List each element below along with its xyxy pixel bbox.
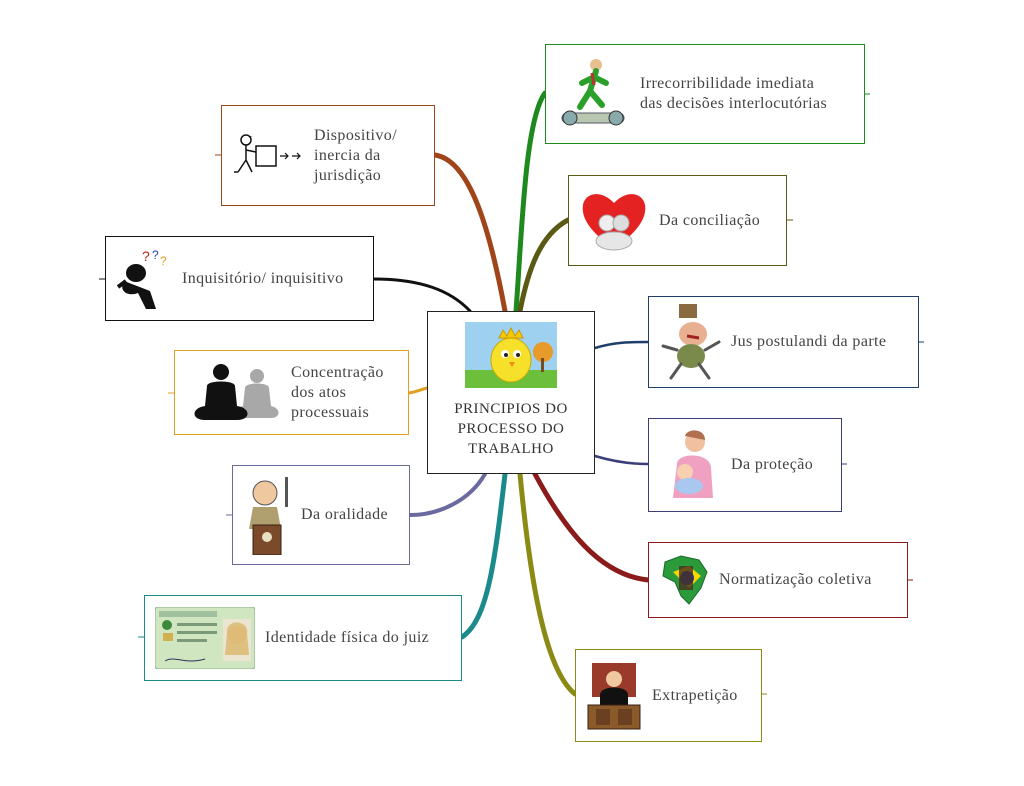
angry-man-icon xyxy=(659,302,721,382)
node-dispositivo[interactable]: - Dispositivo/ inercia da jurisdição xyxy=(221,105,435,206)
central-topic[interactable]: PRINCIPIOS DO PROCESSO DO TRABALHO xyxy=(427,311,595,474)
node-protecao-label: Da proteção xyxy=(731,456,814,473)
node-irrecorribilidade-label: Irrecorribilidade imediata das decisões … xyxy=(640,75,828,112)
node-extrapeticao-label: Extrapetição xyxy=(652,686,738,704)
meditation-icon xyxy=(185,362,281,424)
mother-baby-icon xyxy=(659,428,721,502)
svg-text:?: ? xyxy=(152,248,159,262)
node-inquisitorio[interactable]: ? ? ? Inquisitório/ inquisitivo xyxy=(105,236,374,321)
node-identidade[interactable]: Identidade física do juiz xyxy=(144,595,462,681)
connector-dispositivo xyxy=(432,152,508,314)
node-conciliacao[interactable]: Da conciliação xyxy=(568,175,787,266)
node-dispositivo-label: Dispositivo/ inercia da jurisdição xyxy=(314,126,398,184)
treadmill-runner-icon xyxy=(556,55,630,133)
node-oralidade-label: Da oralidade xyxy=(301,506,388,523)
node-normatizacao[interactable]: Normatização coletiva xyxy=(648,542,908,618)
node-normatizacao-label: Normatização coletiva xyxy=(719,571,872,588)
connector-inquisitorio xyxy=(372,277,472,313)
svg-text:?: ? xyxy=(142,248,150,264)
node-concentracao[interactable]: Concentração dos atos processuais xyxy=(174,350,409,435)
pushing-box-icon: - xyxy=(232,132,304,180)
connector-normatizacao xyxy=(532,471,651,583)
connector-conciliacao xyxy=(517,217,571,314)
node-jus-postulandi[interactable]: Jus postulandi da parte xyxy=(648,296,919,388)
node-identidade-label: Identidade física do juiz xyxy=(265,629,430,646)
node-inquisitorio-label: Inquisitório/ inquisitivo xyxy=(182,269,344,287)
connector-concentracao xyxy=(407,386,429,395)
node-oralidade[interactable]: Da oralidade xyxy=(232,465,410,565)
node-irrecorribilidade[interactable]: Irrecorribilidade imediata das decisões … xyxy=(545,44,865,144)
thinking-man-icon: ? ? ? xyxy=(116,247,172,311)
id-card-icon xyxy=(155,607,255,669)
chick-icon xyxy=(465,322,557,393)
connector-extrapeticao xyxy=(517,471,578,697)
node-concentracao-label: Concentração dos atos processuais xyxy=(291,363,384,421)
brazil-map-icon xyxy=(659,552,709,608)
connector-jus-postulandi xyxy=(593,340,650,350)
node-jus-postulandi-label: Jus postulandi da parte xyxy=(731,333,887,350)
node-protecao[interactable]: Da proteção xyxy=(648,418,842,512)
svg-text:-: - xyxy=(250,134,252,140)
node-conciliacao-label: Da conciliação xyxy=(659,211,761,229)
connector-identidade xyxy=(459,471,508,640)
connector-oralidade xyxy=(408,472,487,517)
connector-irrecorribilidade xyxy=(513,90,548,314)
central-topic-label: PRINCIPIOS DO PROCESSO DO TRABALHO xyxy=(454,401,568,457)
connector-protecao xyxy=(593,454,650,466)
judge-icon xyxy=(586,661,642,731)
speaker-podium-icon xyxy=(243,475,291,555)
svg-text:?: ? xyxy=(160,254,167,268)
heart-hug-icon xyxy=(579,189,649,253)
node-extrapeticao[interactable]: Extrapetição xyxy=(575,649,762,742)
